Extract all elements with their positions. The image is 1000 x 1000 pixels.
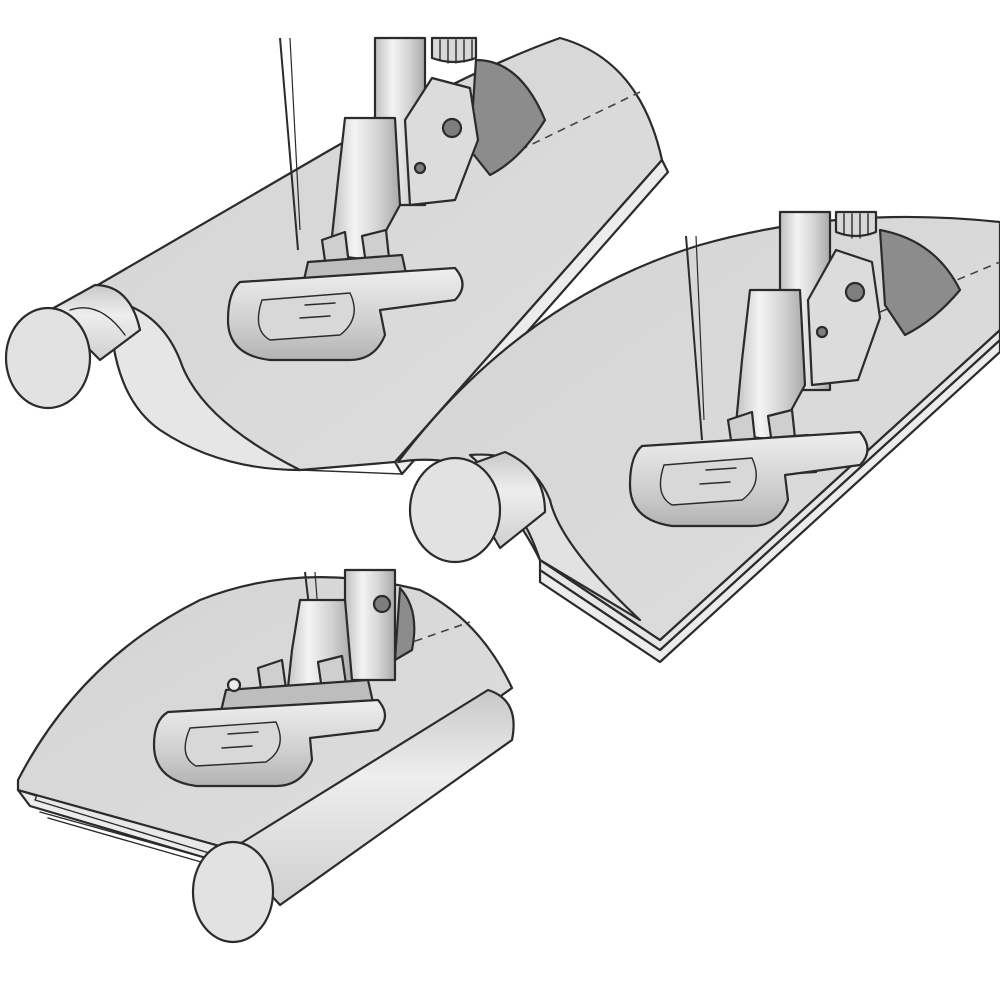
panel-top-left: [4, 36, 670, 476]
bracket-hole: [441, 117, 463, 139]
holder-arm: [468, 58, 547, 177]
bracket-hole: [844, 281, 866, 303]
presser-shank: [343, 568, 397, 682]
roll-end: [4, 306, 92, 410]
roll-end: [408, 456, 502, 564]
holder-arm: [393, 586, 416, 662]
roll-end: [191, 840, 275, 944]
panel-right: [396, 210, 1000, 664]
bracket-hole: [372, 594, 392, 614]
holder-arm: [878, 228, 962, 337]
fabric-fold: [108, 298, 302, 472]
bracket-plate: [403, 76, 480, 207]
fabric-roll: [48, 283, 142, 362]
screw-knob: [430, 36, 478, 64]
bracket-plate: [806, 248, 882, 387]
needle: [279, 37, 299, 251]
needle: [685, 235, 703, 441]
fabric-roll: [228, 688, 515, 907]
panel-bottom-left: [16, 568, 515, 944]
screw-knob: [834, 210, 878, 238]
